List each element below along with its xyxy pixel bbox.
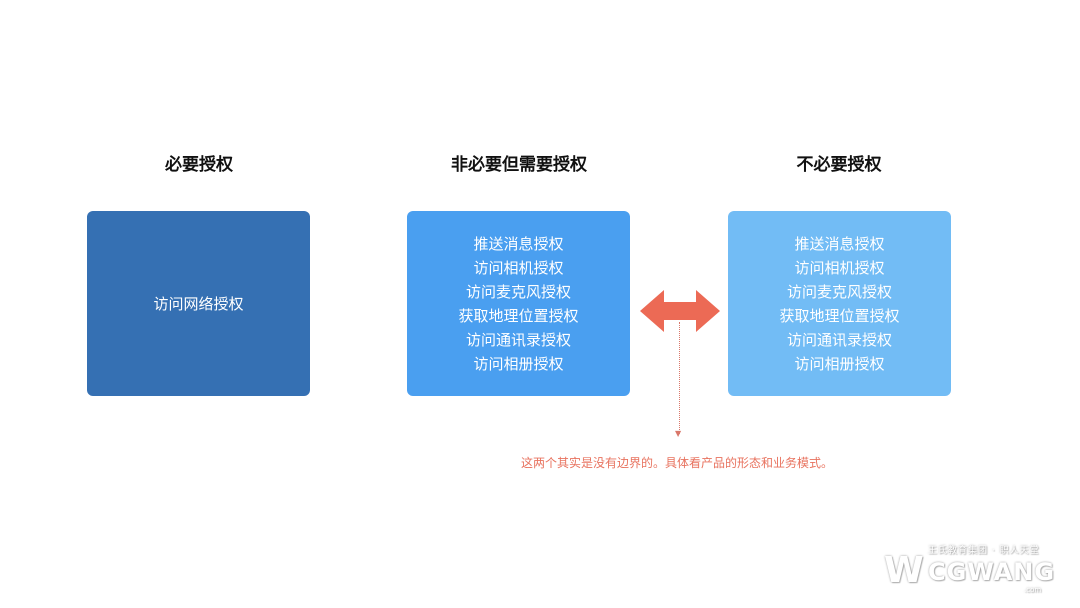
permission-item: 访问网络授权 [153,294,244,313]
arrow-down-icon: ▼ [675,429,682,438]
watermark-domain: .com [1024,586,1042,594]
permission-item: 访问相册授权 [473,354,564,373]
dotted-connector [679,322,680,434]
column-title-optional-needed: 非必要但需要授权 [451,155,587,175]
watermark-letter: W [884,550,924,591]
unnecessary-permissions-box: 推送消息授权访问相机授权访问麦克风授权获取地理位置授权访问通讯录授权访问相册授权 [728,211,951,396]
permission-item: 推送消息授权 [473,234,564,253]
permission-item: 访问麦克风授权 [465,282,571,301]
watermark-tagline: 王氏教育集团 · 职人天堂 [928,546,1040,556]
permission-item: 访问通讯录授权 [786,330,892,349]
permission-item: 访问相机授权 [473,258,564,277]
watermark-brand: CGWANG [928,558,1056,586]
column-title-required: 必要授权 [165,155,233,175]
annotation-text: 这两个其实是没有边界的。具体看产品的形态和业务模式。 [520,456,833,470]
permission-item: 获取地理位置授权 [458,306,579,325]
optional-permissions-box: 推送消息授权访问相机授权访问麦克风授权获取地理位置授权访问通讯录授权访问相册授权 [407,211,630,396]
permission-item: 推送消息授权 [794,234,885,253]
permission-item: 访问相机授权 [794,258,885,277]
permission-item: 访问麦克风授权 [786,282,892,301]
permission-item: 获取地理位置授权 [779,306,900,325]
permission-item: 访问相册授权 [794,354,885,373]
double-arrow-icon [640,290,720,332]
watermark-logo: W 王氏教育集团 · 职人天堂 CGWANG .com [884,546,1074,598]
required-permissions-box: 访问网络授权 [87,211,310,396]
column-title-unnecessary: 不必要授权 [796,155,882,175]
permission-item: 访问通讯录授权 [465,330,571,349]
